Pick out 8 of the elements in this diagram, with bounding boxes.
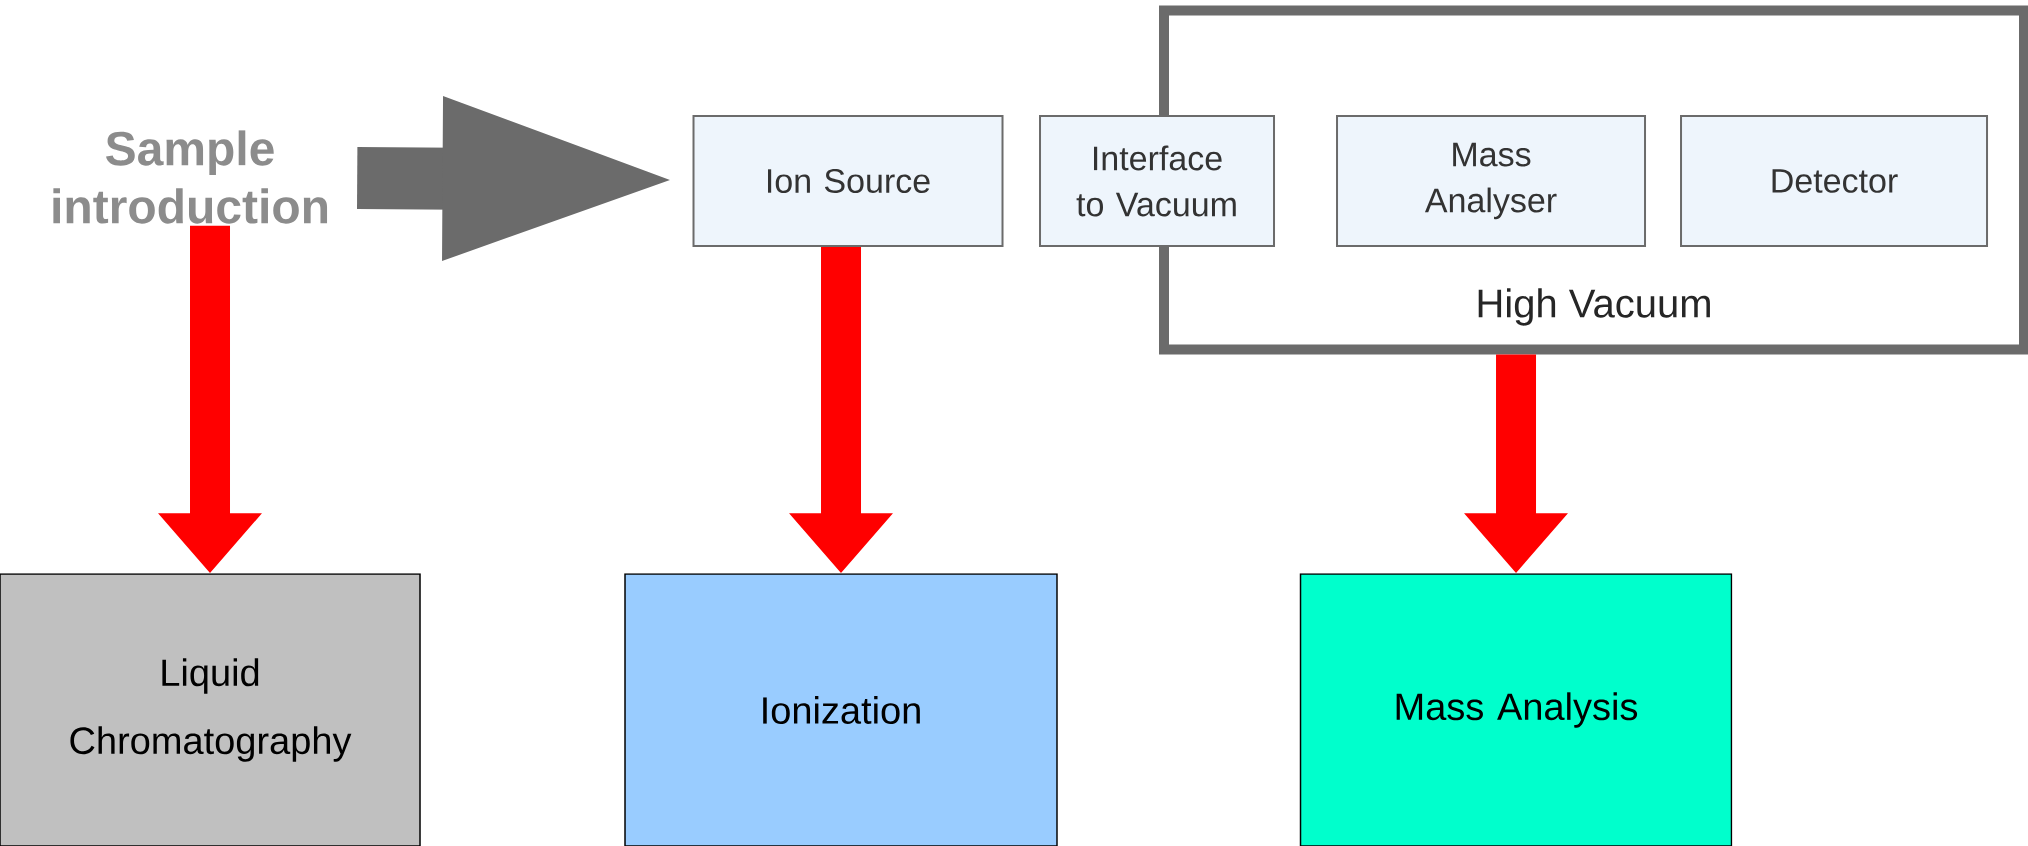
- intro-label: Sample introduction: [53, 130, 328, 224]
- stage-box: Detector: [1680, 115, 1989, 247]
- stage-box: Interface to Vacuum: [1039, 115, 1275, 247]
- process-box: Ionization: [624, 573, 1058, 846]
- process-box: Mass Analysis: [1299, 573, 1733, 846]
- process-box: Liquid Chromatography: [0, 573, 421, 846]
- stage-box: Mass Analyser: [1336, 115, 1646, 247]
- stage-box: Ion Source: [692, 115, 1004, 247]
